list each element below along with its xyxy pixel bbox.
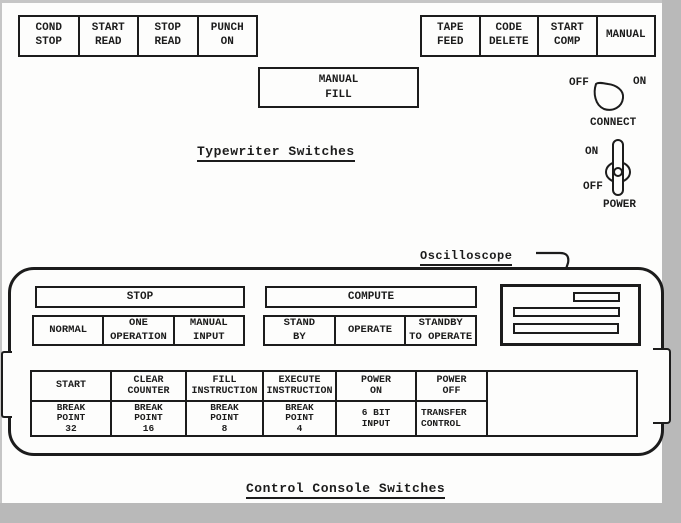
switch-break-point-16: BREAK POINT 16 [134,401,163,434]
compute-indicator: COMPUTE [265,286,477,308]
switch-cond-stop: COND STOP [20,17,80,55]
switch-fill-instruction: FILL INSTRUCTION [187,372,262,402]
scan-edge-top [0,0,681,3]
connect-off-label: OFF [569,77,589,89]
switch-clear-counter: CLEAR COUNTER [112,372,185,402]
stop-indicator: STOP [35,286,245,308]
grid-col-power-off: POWER OFF TRANSFER CONTROL [417,372,488,435]
grid-col-clear-counter: CLEAR COUNTER BREAK POINT 16 [112,372,187,435]
switch-start-read: START READ [80,17,139,55]
switch-manual-fill: MANUAL FILL [258,67,419,108]
switch-break-point-32: BREAK POINT 32 [56,401,86,434]
oscilloscope-callout-label: Oscilloscope [420,246,513,266]
switch-punch-on: PUNCH ON [210,22,244,48]
grid-col-start: START BREAK POINT 32 [32,372,112,435]
grid-col-blank [488,372,636,435]
power-off-label: OFF [583,181,603,193]
compute-mode-row: STAND BY OPERATE STANDBY TO OPERATE [263,315,477,346]
switch-manual: MANUAL [605,29,646,42]
switch-tape-feed: TAPE FEED [422,17,481,55]
console-switch-grid: START BREAK POINT 32 CLEAR COUNTER BREAK… [30,370,638,437]
switch-power-off: POWER OFF [417,372,486,402]
switch-stop-read: STOP READ [139,17,199,55]
switch-stand-by: STAND BY [265,317,336,344]
oscilloscope-display [500,284,641,346]
switch-operate: OPERATE [336,317,407,344]
scan-edge-right [662,0,681,523]
oscilloscope-trace-short [573,292,620,302]
oscilloscope-trace-long-2 [513,323,619,334]
control-console-switches-caption: Control Console Switches [246,479,446,499]
console-left-notch [1,351,12,418]
power-switch-label: POWER [603,199,637,211]
connect-knob-icon [592,81,630,113]
grid-col-execute-instruction: EXECUTE INSTRUCTION BREAK POINT 4 [264,372,337,435]
switch-break-point-8: BREAK POINT 8 [210,401,239,434]
power-toggle-icon [601,137,635,199]
scan-edge-left [0,0,2,523]
switch-break-point-4: BREAK POINT 4 [285,401,314,434]
switch-start: START [32,372,110,402]
switch-transfer-control: TRANSFER CONTROL [421,406,467,429]
switch-code-delete: CODE DELETE [481,17,539,55]
connect-switch-label: CONNECT [590,117,637,129]
typewriter-switches-caption: Typewriter Switches [197,142,355,162]
typewriter-switch-row-right: TAPE FEED CODE DELETE START COMP MANUAL [420,15,656,57]
switch-manual-input: MANUAL INPUT [189,317,228,343]
switch-6-bit-input: 6 BIT INPUT [361,406,391,429]
switch-execute-instruction: EXECUTE INSTRUCTION [264,372,335,402]
switch-standby-to-operate: STANDBY TO OPERATE [409,317,473,343]
power-on-label: ON [585,146,599,158]
oscilloscope-trace-long-1 [513,307,620,317]
stop-mode-row: NORMAL ONE OPERATION MANUAL INPUT [32,315,245,346]
switch-one-operation: ONE OPERATION [104,317,175,344]
console-right-notch [653,348,671,424]
switch-power-on: POWER ON [337,372,415,402]
grid-col-fill-instruction: FILL INSTRUCTION BREAK POINT 8 [187,372,264,435]
switch-normal: NORMAL [34,317,105,344]
scan-edge-bottom [0,503,681,523]
typewriter-switch-row-left: COND STOP START READ STOP READ PUNCH ON [18,15,258,57]
connect-on-label: ON [633,76,647,88]
grid-col-power-on: POWER ON 6 BIT INPUT [337,372,417,435]
switch-start-comp: START COMP [539,17,598,55]
